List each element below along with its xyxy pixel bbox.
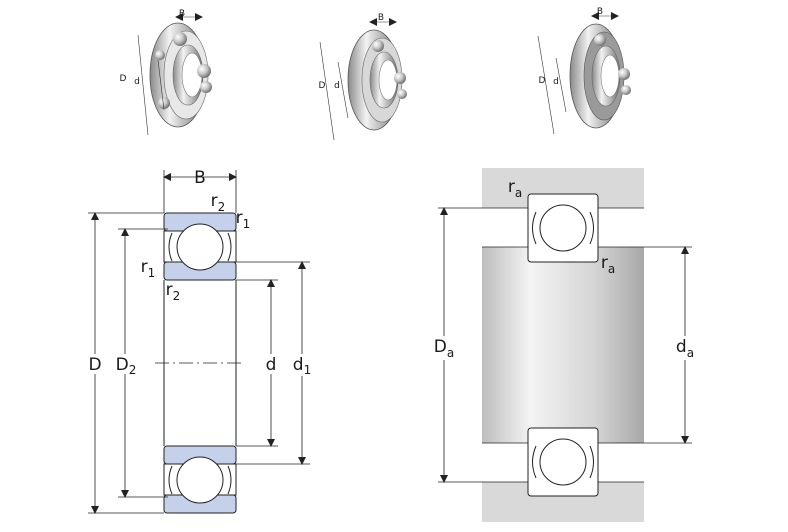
bearing-cross-section (155, 212, 245, 514)
dim-da-shaft-label: da (676, 337, 694, 360)
shaft (482, 247, 644, 443)
view-3-inner-d-label: d (553, 77, 559, 87)
dim-outer-d-label: D (88, 355, 101, 375)
view-2-b-label: B (378, 13, 384, 23)
view-1-outer-d-label: D (120, 74, 127, 84)
r2-bottom-label: r2 (166, 280, 181, 303)
dim-d1-label: d1 (293, 355, 311, 377)
mounting-arrangement (482, 168, 644, 522)
ra-top-label: ra (508, 177, 522, 200)
dim-b-label: B (194, 168, 206, 188)
dim-d2-label: D2 (116, 355, 137, 377)
bearing-view-seal (537, 12, 631, 135)
view-2-outer-d-label: D (319, 81, 326, 91)
bearing-view-shield (319, 18, 407, 141)
r1-left-label: r1 (141, 257, 156, 280)
r1-top-label: r1 (236, 208, 251, 231)
dim-da-housing-label: Da (434, 337, 454, 360)
bearing-view-open (137, 13, 212, 136)
view-2-inner-d-label: d (334, 81, 340, 91)
dim-bore-d-label: d (266, 355, 277, 375)
view-1-b-label: B (179, 9, 185, 19)
r2-top-label: r2 (211, 191, 226, 214)
ball-top (176, 223, 224, 271)
view-1-inner-d-label: d (134, 77, 140, 87)
ball-bottom (176, 456, 224, 504)
view-3-b-label: B (597, 7, 603, 17)
view-3-outer-d-label: D (539, 76, 546, 86)
ra-right-label: ra (601, 253, 615, 276)
